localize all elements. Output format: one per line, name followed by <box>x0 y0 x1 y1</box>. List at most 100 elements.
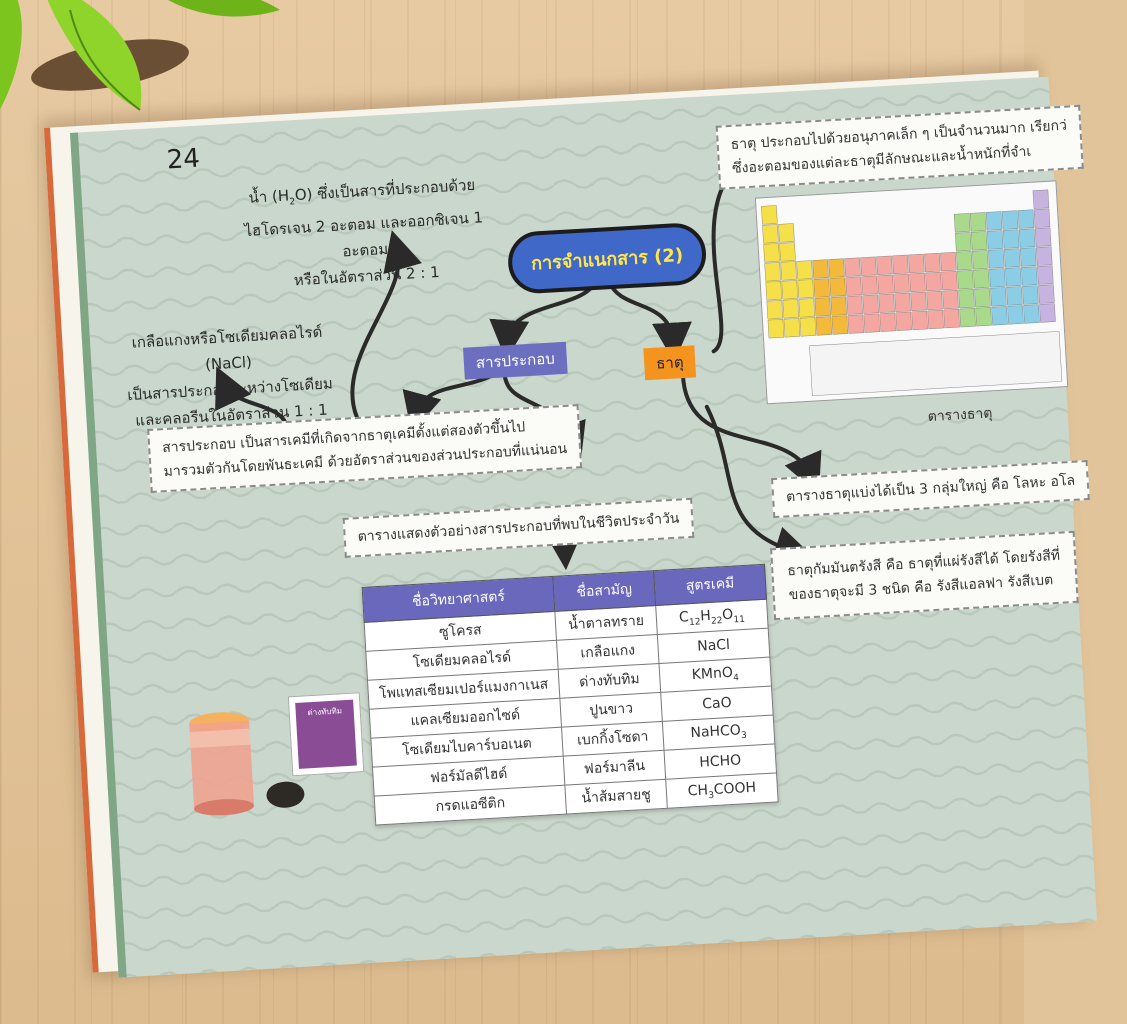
periodic-cell <box>973 269 990 289</box>
packet-label: ด่างทับทิม <box>307 706 343 718</box>
periodic-cell <box>926 290 943 311</box>
periodic-cell <box>1018 228 1036 248</box>
periodic-cell <box>863 313 880 333</box>
periodic-cell <box>1021 266 1038 286</box>
plant-leaves <box>0 0 280 111</box>
formula-part: NaCl <box>696 636 731 655</box>
periodic-cell <box>783 318 801 338</box>
page-number: 24 <box>165 143 201 176</box>
periodic-cell <box>959 308 976 328</box>
periodic-cell <box>796 260 813 280</box>
periodic-cell <box>1002 229 1020 249</box>
formula-part: 3 <box>740 730 748 741</box>
periodic-cell <box>941 270 958 291</box>
glass-jar-image <box>189 712 255 816</box>
periodic-cell <box>908 253 925 274</box>
formula-part: COOH <box>713 779 757 798</box>
periodic-cell <box>910 291 927 312</box>
formula-part: 4 <box>732 672 740 684</box>
table-caption-box: ตารางแสดงตัวอย่างสารประกอบที่พบในชีวิตปร… <box>342 497 695 558</box>
formula-part: HCHO <box>698 752 742 771</box>
periodic-cell <box>767 319 785 339</box>
periodic-cell <box>831 315 849 335</box>
periodic-cell <box>986 230 1004 250</box>
periodic-cell <box>894 292 911 312</box>
periodic-cell <box>764 262 781 282</box>
formula-cell: CH3COOH <box>665 772 779 809</box>
periodic-cell <box>893 273 910 294</box>
periodic-table-image <box>754 180 1069 405</box>
periodic-cell <box>879 312 896 332</box>
book-page: 24 น้ำ (H2O) ซึ่งเป็นสารที่ประกอบด้วย ไฮ… <box>70 76 1098 978</box>
table-header: ชื่อสามัญ <box>552 570 656 612</box>
periodic-cell <box>1034 227 1052 247</box>
periodic-cell <box>924 252 941 273</box>
radioactive-box: ธาตุกัมมันตรังสี คือ ธาตุที่แผ่รังสีได้ … <box>770 530 1079 621</box>
periodic-cell <box>989 268 1006 288</box>
periodic-cell <box>943 308 960 329</box>
periodic-cell <box>985 211 1003 231</box>
periodic-cell <box>990 287 1007 307</box>
periodic-cell <box>782 299 800 319</box>
periodic-cell <box>955 232 972 252</box>
periodic-cell <box>828 258 845 278</box>
periodic-cell <box>1004 248 1021 268</box>
periodic-cell <box>927 309 944 330</box>
element-definition-box: ธาตุ ประกอบไปด้วยอนุภาคเล็ก ๆ เป็นจำนวนม… <box>715 104 1084 190</box>
periodic-cell <box>779 242 796 262</box>
periodic-cell <box>909 272 926 293</box>
periodic-cell <box>988 249 1005 269</box>
periodic-cell <box>781 280 798 300</box>
periodic-cell <box>892 254 909 275</box>
periodic-cell <box>780 261 797 281</box>
periodic-cell <box>1033 208 1051 228</box>
periodic-cell <box>845 276 862 296</box>
periodic-cell <box>956 251 973 271</box>
periodic-cell <box>862 294 879 314</box>
periodic-cell <box>814 297 831 317</box>
periodic-cell <box>970 231 988 251</box>
formula-part: CH <box>687 781 709 800</box>
periodic-cell <box>846 295 863 315</box>
periodic-cell <box>1007 305 1024 325</box>
formula-part: C <box>678 608 690 626</box>
compound-tag: สารประกอบ <box>463 341 568 380</box>
periodic-cell <box>778 223 795 243</box>
periodic-cell <box>972 250 989 270</box>
periodic-cell <box>1020 247 1037 267</box>
periodic-cell <box>1039 303 1056 323</box>
periodic-cell <box>953 213 971 233</box>
periodic-cell <box>844 257 861 277</box>
periodic-cell <box>1038 284 1055 304</box>
periodic-cell <box>1022 285 1039 305</box>
formula-part: CaO <box>701 694 733 713</box>
periodic-cell <box>1035 246 1053 266</box>
potassium-permanganate-packet: ด่างทับทิม <box>287 692 365 777</box>
periodic-cell <box>763 243 780 263</box>
periodic-cell <box>940 252 957 272</box>
periodic-cell <box>942 289 959 310</box>
packet-inner: ด่างทับทิม <box>295 699 357 769</box>
black-powder-pile <box>265 780 306 809</box>
periodic-cell <box>1005 267 1022 287</box>
periodic-cell <box>974 288 991 308</box>
water-note: น้ำ (H2O) ซึ่งเป็นสารที่ประกอบด้วย ไฮโดร… <box>243 175 484 290</box>
periodic-cell <box>975 307 992 327</box>
periodic-cell <box>766 300 784 320</box>
periodic-cell <box>1037 265 1054 285</box>
periodic-cell <box>812 259 829 279</box>
periodic-cell <box>861 275 878 295</box>
element-groups-box: ตารางธาตุแบ่งได้เป็น 3 กลุ่มใหญ่ คือ โลห… <box>771 459 1091 519</box>
periodic-cell <box>813 278 830 298</box>
periodic-cell <box>798 298 816 318</box>
periodic-cell <box>876 255 893 275</box>
periodic-cell <box>958 289 975 309</box>
formula-part: 11 <box>733 614 746 625</box>
periodic-cell <box>991 306 1008 326</box>
periodic-cell <box>797 279 814 299</box>
common-name-cell: น้ำส้มสายชู <box>564 779 668 815</box>
salt-note: เกลือแกงหรือโซเดียมคลอไรด์ (NaCl) เป็นสา… <box>126 322 334 430</box>
mindmap-title: การจำแนกสาร (2) <box>506 221 708 295</box>
periodic-cell <box>1001 210 1019 230</box>
